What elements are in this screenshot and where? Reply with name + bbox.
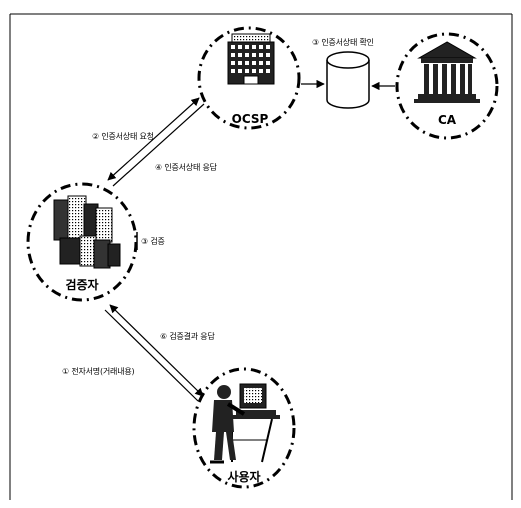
edge-label-status-response: ④ 인증서상태 응답: [155, 162, 217, 173]
edge-label-verify-result: ⑥ 검증결과 응답: [160, 331, 215, 342]
user-label: 사용자: [222, 468, 266, 485]
ocsp-label: OCSP: [230, 112, 270, 126]
edge-label-status-confirm: ③ 인증서상태 확인: [312, 37, 374, 48]
ca-label: CA: [432, 113, 462, 127]
verifier-label: 검증자: [62, 276, 102, 293]
edge-label-status-request: ② 인증서상태 요청: [92, 131, 154, 142]
connector-verifier-user: [105, 305, 203, 401]
user-at-computer-icon: [210, 384, 280, 462]
server-cluster-icon: [54, 196, 120, 268]
office-building-icon: [228, 34, 274, 84]
edge-label-signature: ① 전자서명(거래내용): [62, 366, 134, 377]
database-cylinder-icon: [327, 52, 369, 108]
institution-building-icon: [414, 42, 480, 103]
edge-label-verify: ③ 검증: [141, 236, 165, 247]
